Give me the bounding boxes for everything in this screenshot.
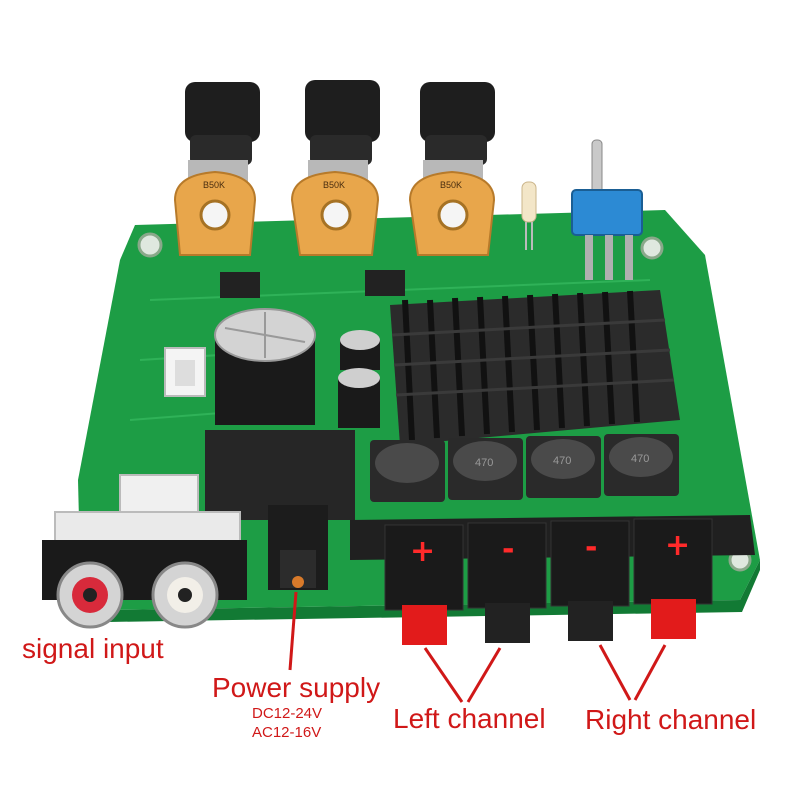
ic-chip xyxy=(365,270,405,296)
right-channel-label: Right channel xyxy=(585,704,757,735)
pot-marking: B50K xyxy=(203,180,225,190)
inductor-marking: 470 xyxy=(475,457,493,469)
power-supply-label: Power supply xyxy=(212,672,381,703)
dc-power-jack[interactable] xyxy=(268,505,328,590)
pot-marking: B50K xyxy=(440,180,462,190)
left-positive-terminal xyxy=(402,605,447,645)
inductor-marking: 470 xyxy=(553,455,571,467)
pin-header-connector xyxy=(164,347,206,397)
terminal-sign-left-negative: - xyxy=(502,532,515,567)
inductor: 470 xyxy=(604,434,679,496)
electrolytic-capacitor-small xyxy=(340,330,380,370)
ic-chip xyxy=(220,272,260,298)
terminal-sign-right-positive: + xyxy=(665,528,691,563)
inductor: 470 xyxy=(448,438,523,500)
inductor-marking: 470 xyxy=(631,453,649,465)
right-positive-terminal xyxy=(651,599,696,639)
inductor xyxy=(370,440,445,502)
left-channel-label: Left channel xyxy=(393,703,546,734)
power-dc-spec: DC12-24V xyxy=(252,705,323,722)
led xyxy=(521,181,537,250)
terminal-sign-right-negative: - xyxy=(585,530,598,565)
left-negative-terminal xyxy=(485,603,530,643)
pot-marking: B50K xyxy=(323,180,345,190)
signal-input-label: signal input xyxy=(22,633,164,664)
rca-input-connector[interactable] xyxy=(42,474,247,629)
right-negative-terminal xyxy=(568,601,613,641)
power-ac-spec: AC12-16V xyxy=(252,724,322,741)
electrolytic-capacitor-large xyxy=(214,308,316,425)
heatsink xyxy=(390,290,680,445)
speaker-terminal-block[interactable] xyxy=(350,515,755,645)
electrolytic-capacitor-small xyxy=(338,368,380,428)
power-toggle-switch[interactable] xyxy=(571,139,643,280)
potentiometer-2[interactable]: B50K xyxy=(290,80,380,256)
inductor: 470 xyxy=(526,436,601,498)
terminal-sign-left-positive: + xyxy=(410,534,436,569)
callout-lines xyxy=(288,591,667,703)
potentiometer-3[interactable]: B50K xyxy=(408,82,496,256)
potentiometer-1[interactable]: B50K xyxy=(173,82,260,256)
